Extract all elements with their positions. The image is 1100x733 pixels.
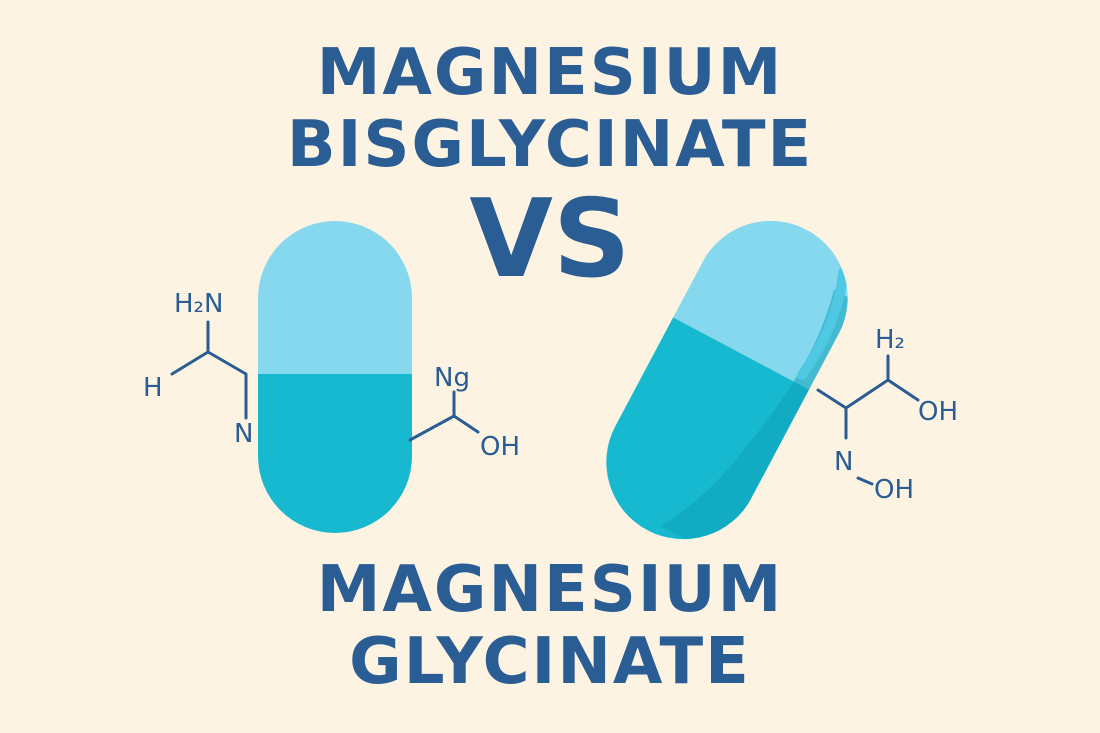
label-h: H	[143, 373, 163, 403]
left-molecule-structure: H₂N H N Ng OH	[143, 289, 520, 462]
bottom-title-line-2: GLYCINATE	[349, 625, 751, 699]
right-molecule-structure: H₂ OH N OH	[816, 325, 958, 505]
title-line-1: MAGNESIUM	[316, 36, 784, 110]
bottom-title-line-1: MAGNESIUM	[316, 553, 784, 627]
label-n: N	[234, 419, 253, 449]
label-oh: OH	[480, 432, 520, 462]
label-ng: Ng	[434, 363, 470, 393]
tilted-capsule-icon	[579, 193, 875, 567]
title-line-2: BISGLYCINATE	[286, 108, 814, 182]
capsule-icon	[258, 221, 412, 533]
label-h2: H₂	[875, 325, 905, 355]
label-oh-bottom: OH	[874, 475, 914, 505]
label-oh-top: OH	[918, 397, 958, 427]
label-h2n: H₂N	[174, 289, 223, 319]
vs-label: VS	[469, 177, 631, 302]
label-n-right: N	[834, 447, 853, 477]
